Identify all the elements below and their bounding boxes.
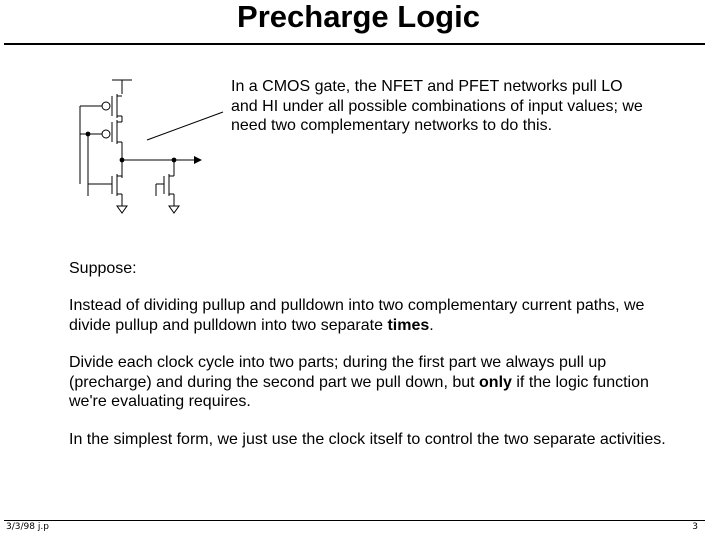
ground-symbol-a [116,205,128,214]
title-divider [4,43,705,45]
node-dot-output [119,157,125,163]
pfet2-bubble [101,129,111,139]
emphasis-times: times [387,316,430,334]
paragraph-simplest-form: In the simplest form, we just use the cl… [69,431,666,448]
cmos-gate-schematic [79,79,202,214]
footer-date-author: 3/3/98 j.p [6,522,49,532]
callout-line [146,111,224,141]
paragraph-suppose: Suppose: [69,260,137,277]
page-number: 3 [692,522,698,532]
node-dot-output-b [171,157,177,163]
slide-title: Precharge Logic [237,0,480,34]
paragraph-clock-cycle: Divide each clock cycle into two parts; … [69,354,649,410]
emphasis-only: only [479,373,512,391]
output-arrow [194,156,202,164]
paragraph-separate-times: Instead of dividing pullup and pulldown … [69,297,645,334]
pfet1-bubble [101,101,111,111]
ground-symbol-b [168,205,180,214]
node-dot-input-a [85,131,91,137]
footer-divider [4,520,705,521]
cmos-explanation-note: In a CMOS gate, the NFET and PFET networ… [231,78,643,134]
